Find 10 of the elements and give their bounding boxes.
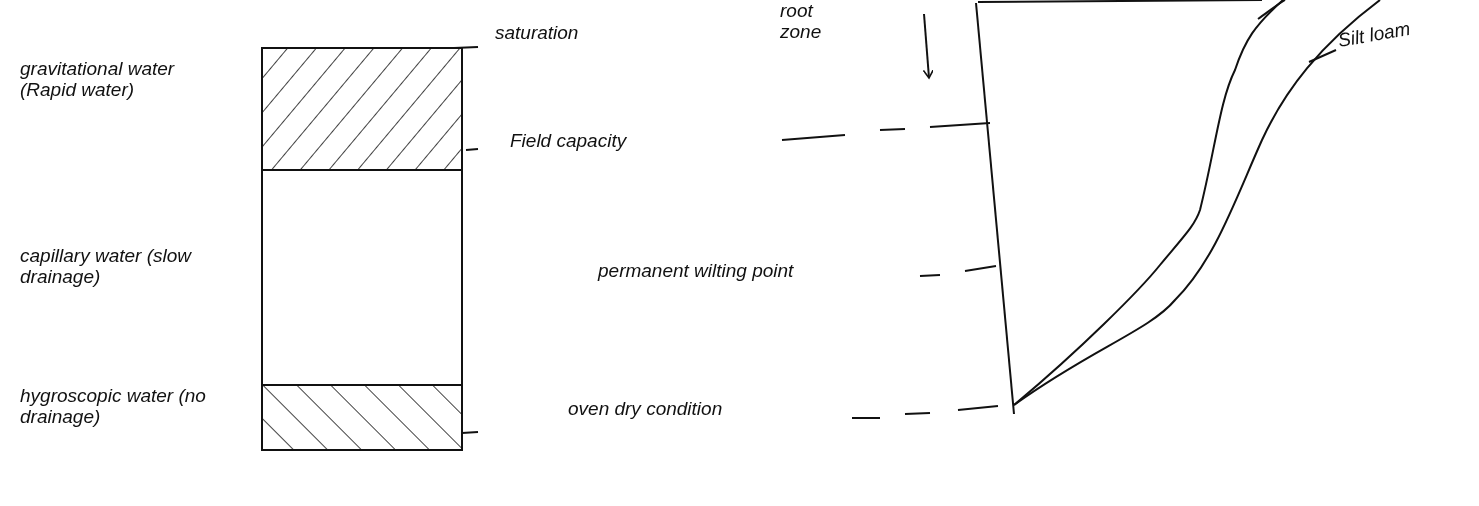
curve-label: Silt loam <box>1336 17 1412 51</box>
leader-line <box>1308 49 1337 63</box>
level-label: oven dry condition <box>568 398 723 419</box>
band-label: hygroscopic water (no drainage) <box>20 385 207 427</box>
band-label: gravitational water (Rapid water) <box>20 58 176 100</box>
zone-label: root zone <box>780 0 823 42</box>
level-label: Field capacity <box>510 130 627 151</box>
level-label: permanent wilting point <box>598 260 794 281</box>
level-label: saturation <box>495 22 579 43</box>
band-label: capillary water (slow drainage) <box>20 245 193 287</box>
